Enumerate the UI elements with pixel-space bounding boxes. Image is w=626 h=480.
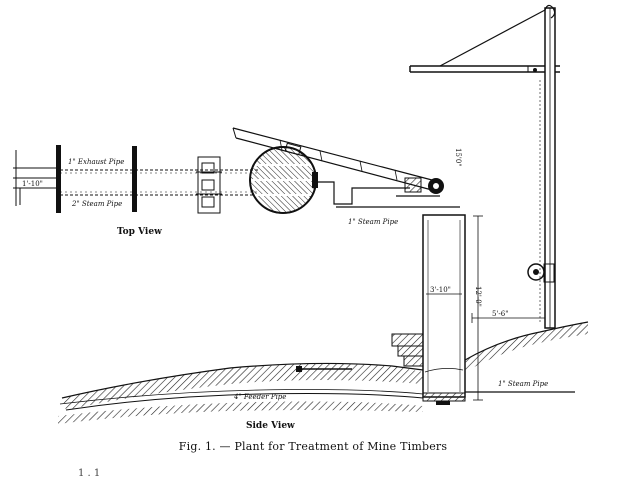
tank-height-label: 12'-0" — [474, 286, 482, 307]
top-right-bar — [132, 146, 137, 212]
mast-height-label: 15'0" — [454, 148, 462, 167]
left-dimension-label: 1'-10" — [22, 180, 43, 188]
left-dimension-mark: 1'-10" — [13, 150, 58, 206]
round-tank-top — [249, 146, 318, 214]
tank-width-label: 3'-10" — [430, 286, 451, 294]
footnote-mark: 1 . 1 — [78, 468, 101, 479]
steam-pipe-label: 2" Steam Pipe — [71, 200, 122, 208]
feeder-pipe-label: 4" Feeder Pipe — [233, 393, 286, 401]
valve-block — [196, 156, 222, 214]
top-left-bar — [56, 145, 61, 213]
vertical-tank: 3'-10" 12'-0" — [422, 214, 483, 402]
top-view-title: Top View — [117, 227, 162, 237]
derrick-mast: 15'0" 5'-6" — [409, 4, 560, 329]
exhaust-pipe-label: 1" Exhaust Pipe — [68, 158, 124, 166]
figure-caption: Fig. 1. — Plant for Treatment of Mine Ti… — [178, 440, 448, 453]
winch — [527, 263, 555, 283]
tank-outlet-pipe — [318, 181, 410, 205]
steam-pipe-upper-label: 1" Steam Pipe — [348, 218, 398, 226]
side-view-title: Side View — [246, 421, 295, 431]
platform-steps — [391, 333, 424, 367]
steam-pipe-right-label: 1" Steam Pipe — [498, 380, 548, 388]
mast-offset-label: 5'-6" — [492, 310, 508, 318]
side-view: 4" Feeder Pipe 1" Steam Pipe Side View — [58, 321, 589, 431]
inclined-conveyor: 1" Steam Pipe — [232, 127, 444, 226]
top-view: 1'-10" 1" Exhaust Pipe 2" Steam Pipe — [13, 145, 460, 237]
